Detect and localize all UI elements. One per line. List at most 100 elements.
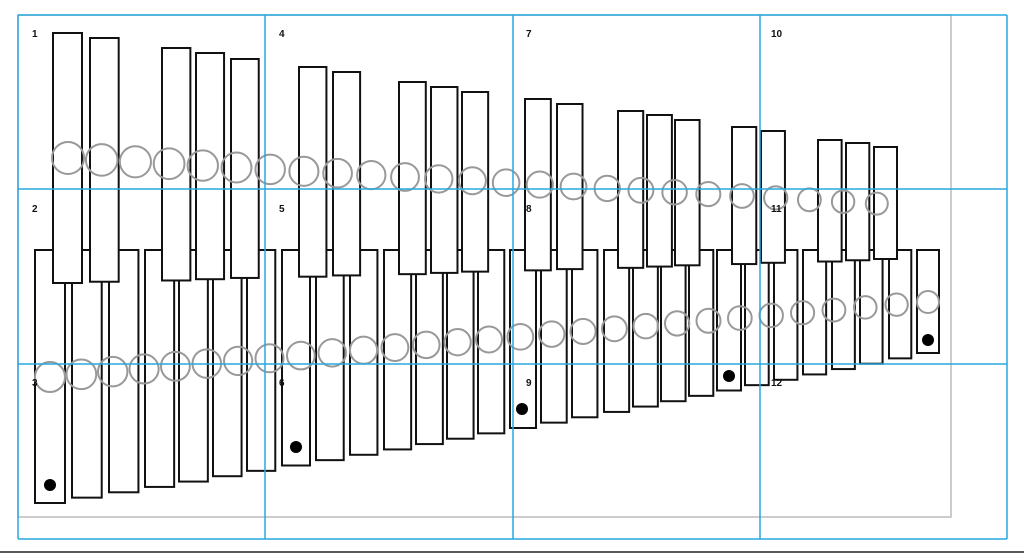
sharp-bar	[332, 71, 362, 277]
mallet-circle	[288, 155, 320, 187]
natural-bar	[383, 249, 413, 451]
marker-dot	[516, 403, 528, 415]
mallet-circle	[51, 141, 85, 175]
sharp-bar	[760, 130, 786, 264]
mallet-circle	[695, 307, 722, 334]
natural-bar	[540, 249, 568, 424]
sharp-bar	[817, 139, 843, 263]
sharp-bar	[230, 58, 260, 279]
mallet-circle	[220, 151, 253, 184]
sharp-bar	[195, 52, 226, 281]
page-number-label: 3	[32, 378, 38, 389]
mallet-circle	[322, 157, 353, 189]
mallet-circle	[356, 159, 387, 191]
natural-bar	[246, 249, 277, 472]
mallet-circle	[84, 143, 119, 177]
mallet-circle	[506, 322, 535, 351]
mallet-circle	[821, 297, 847, 323]
mallet-circle	[118, 145, 152, 179]
mallet-circle	[34, 361, 66, 393]
mallet-circle	[916, 290, 940, 314]
mallet-circle	[128, 353, 160, 385]
marker-dot	[290, 441, 302, 453]
mallet-circle	[763, 185, 789, 211]
mallet-circle	[790, 300, 816, 326]
natural-bar	[571, 249, 599, 419]
mallet-circle	[884, 292, 909, 317]
mallet-circle	[627, 176, 655, 204]
natural-bar	[415, 249, 444, 446]
natural-bar	[859, 249, 884, 365]
sharp-bar	[873, 146, 898, 260]
mallet-circle	[380, 333, 410, 362]
mallet-circle	[695, 181, 722, 208]
natural-bar	[477, 249, 506, 435]
natural-bar	[744, 249, 770, 387]
mallet-circle	[538, 320, 566, 348]
mallet-circle	[317, 338, 347, 368]
mallet-circle	[661, 178, 688, 206]
natural-bar	[34, 249, 66, 504]
mallet-circle	[727, 305, 753, 331]
mallet-circle	[830, 189, 856, 214]
mallet-circle	[186, 149, 219, 182]
page-number-label: 7	[526, 29, 532, 40]
mallet-circle	[97, 355, 129, 388]
marker-dot	[723, 370, 735, 382]
page-number-label: 1	[32, 29, 38, 40]
sharp-bar	[161, 47, 192, 282]
sharp-bar	[556, 103, 584, 271]
natural-bar	[212, 249, 243, 478]
page-number-label: 4	[279, 29, 285, 40]
marker-dot	[44, 479, 56, 491]
mallet-circle	[864, 191, 889, 216]
sharp-bar	[461, 91, 490, 273]
mallet-circle	[65, 358, 98, 391]
natural-bar	[632, 249, 659, 408]
mallet-circle	[475, 325, 503, 354]
marker-dot	[922, 334, 934, 346]
mallet-circle	[152, 147, 186, 181]
mallet-circle	[457, 166, 487, 196]
natural-bar	[349, 249, 379, 456]
natural-bar	[108, 249, 140, 494]
mallet-circle	[569, 317, 597, 346]
mallet-circle	[632, 312, 660, 340]
natural-bar	[773, 249, 799, 381]
mallet-circle	[559, 172, 588, 201]
sharp-bar	[731, 126, 758, 266]
mallet-circle	[286, 340, 316, 371]
page-number-label: 12	[771, 378, 783, 389]
mallet-circle	[254, 343, 285, 374]
mallet-circle	[390, 162, 420, 192]
natural-bar	[315, 249, 345, 462]
page-number-label: 2	[32, 204, 38, 215]
sharp-bar	[398, 81, 427, 276]
mallet-circle	[443, 328, 472, 357]
mallet-circle	[853, 295, 878, 320]
natural-bar	[688, 249, 715, 397]
sharp-bar	[52, 32, 83, 284]
natural-bar	[446, 249, 475, 440]
sharp-bar	[845, 142, 871, 262]
sharp-bar	[89, 37, 120, 283]
natural-bar	[603, 249, 631, 413]
sharp-bar	[524, 98, 552, 272]
mallet-circle	[254, 153, 286, 186]
sharp-bar	[646, 114, 673, 268]
mallet-circle	[729, 183, 755, 209]
mallet-circle	[664, 310, 691, 337]
mallet-circle	[525, 170, 554, 199]
mallet-circle	[223, 345, 254, 377]
mallet-circle	[491, 168, 521, 197]
mallet-circle	[412, 330, 441, 360]
natural-bar	[831, 249, 856, 371]
page-number-label: 8	[526, 204, 532, 215]
mallet-circle	[423, 164, 454, 194]
sharp-bar	[298, 66, 328, 278]
natural-bar	[888, 249, 913, 360]
mallet-circle	[601, 315, 628, 343]
page-number-label: 5	[279, 204, 285, 215]
page-number-label: 9	[526, 378, 532, 389]
